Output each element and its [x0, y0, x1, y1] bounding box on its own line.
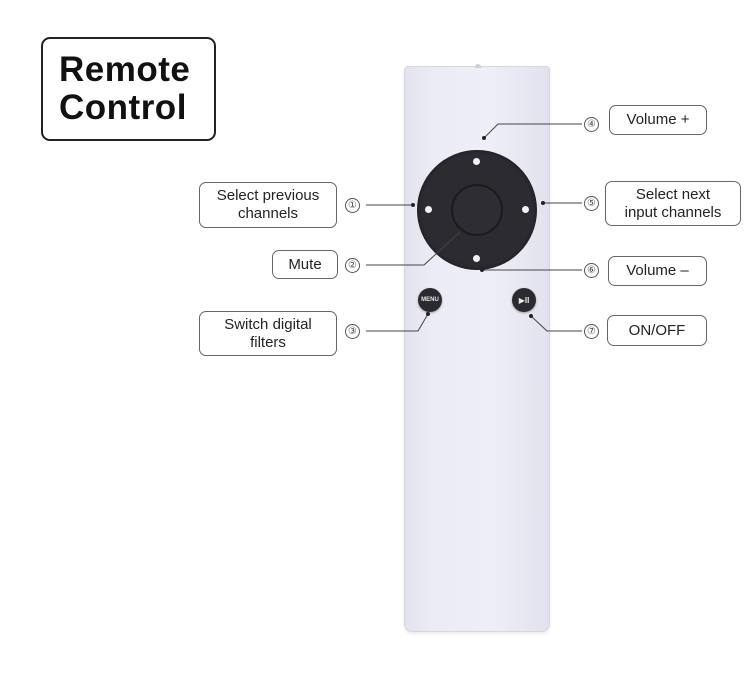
- callout-5-number: ⑤: [584, 196, 599, 211]
- anchor-dot-7: [529, 314, 533, 318]
- anchor-dot-4: [482, 136, 486, 140]
- dpad-ring[interactable]: [417, 150, 537, 270]
- dpad-down-dot-icon: [473, 255, 480, 262]
- play-pause-button[interactable]: ▶II: [512, 288, 536, 312]
- callout-select-next-input-channels: Select next input channels: [605, 181, 741, 226]
- play-pause-icon: ▶II: [518, 295, 530, 305]
- callout-1-number: ①: [345, 198, 360, 213]
- leader-line-2: [366, 229, 463, 266]
- callout-select-previous-channels: Select previous channels: [199, 182, 337, 228]
- leader-line-4: [483, 123, 582, 139]
- anchor-dot-6: [480, 268, 484, 272]
- callout-7-number: ⑦: [584, 324, 599, 339]
- dpad-right-dot-icon: [522, 206, 529, 213]
- callout-volume-up: Volume +: [609, 105, 707, 135]
- dpad-up-dot-icon: [473, 158, 480, 165]
- callout-1-line-2: channels: [237, 205, 299, 222]
- dpad-left-dot-icon: [425, 206, 432, 213]
- callout-5-line-1: Select next: [635, 185, 711, 203]
- remote-notch: [475, 64, 481, 68]
- leader-line-3: [366, 313, 429, 332]
- callout-1-line-1: Select previous: [216, 187, 320, 204]
- callout-7-line-1: ON/OFF: [628, 321, 686, 339]
- callout-on-off: ON/OFF: [607, 315, 707, 346]
- remote-control-body: MENU ▶II: [404, 64, 550, 632]
- callout-5-line-2: input channels: [624, 203, 722, 221]
- callout-4-line-1: Volume +: [626, 111, 690, 128]
- callout-2-line-1: Mute: [288, 255, 322, 273]
- callout-6-number: ⑥: [584, 263, 599, 278]
- anchor-dot-1: [411, 203, 415, 207]
- leader-line-7: [530, 315, 582, 332]
- anchor-dot-3: [426, 312, 430, 316]
- title-line-1: Remote: [59, 50, 191, 89]
- callout-3-number: ③: [345, 324, 360, 339]
- dpad-center-button[interactable]: [451, 184, 503, 236]
- menu-button[interactable]: MENU: [418, 288, 442, 312]
- anchor-dot-2: [460, 228, 464, 232]
- callout-volume-down: Volume –: [608, 256, 707, 286]
- callout-2-number: ②: [345, 258, 360, 273]
- callout-6-line-1: Volume –: [626, 262, 689, 279]
- callout-switch-digital-filters: Switch digital filters: [199, 311, 337, 356]
- callout-4-number: ④: [584, 117, 599, 132]
- anchor-dot-5: [541, 201, 545, 205]
- title-line-2: Control: [59, 88, 187, 127]
- menu-button-label: MENU: [421, 297, 439, 303]
- title-box: Remote Control: [41, 37, 216, 141]
- callout-3-line-2: filters: [250, 333, 286, 351]
- callout-mute: Mute: [272, 250, 338, 279]
- callout-3-line-1: Switch digital: [224, 315, 312, 333]
